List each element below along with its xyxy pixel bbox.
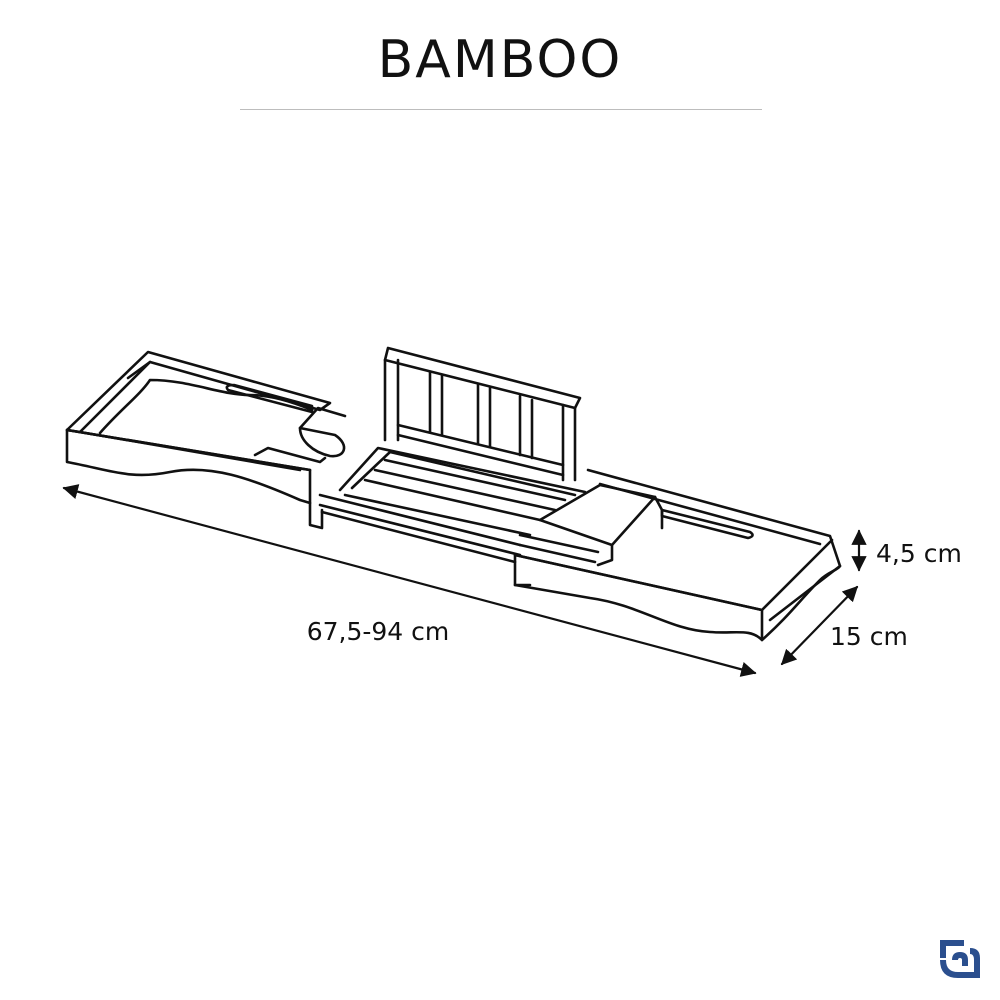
brand-logo-icon (940, 940, 980, 978)
depth-arrow (780, 585, 859, 666)
title-divider (240, 109, 762, 110)
length-arrow (62, 484, 757, 677)
left-tray (65, 350, 347, 530)
book-rest (383, 346, 582, 482)
dimension-arrows (62, 484, 867, 677)
center-slats (318, 446, 587, 564)
depth-label: 15 cm (830, 622, 908, 651)
height-label: 4,5 cm (876, 539, 962, 568)
page-title: BAMBOO (377, 30, 623, 90)
length-label: 67,5-94 cm (307, 617, 450, 646)
right-tray (513, 468, 842, 642)
